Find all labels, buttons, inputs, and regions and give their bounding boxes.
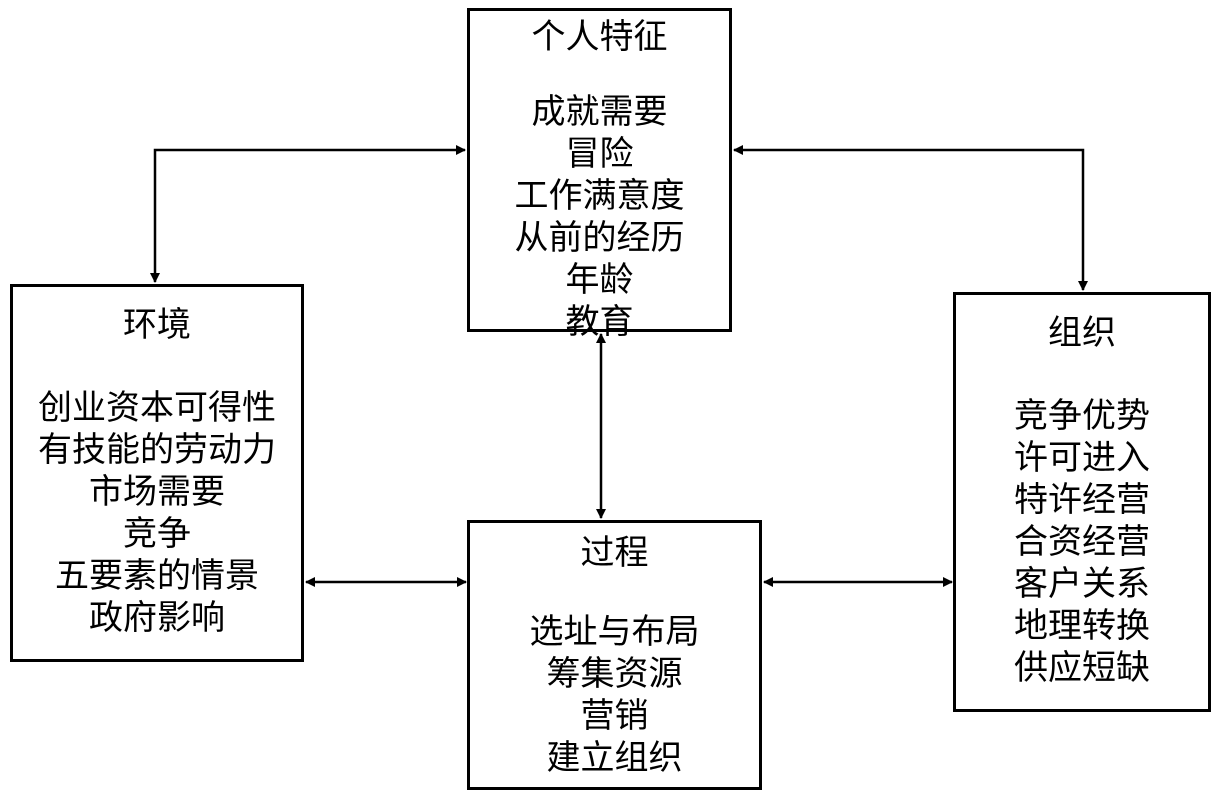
personal-item: 成就需要 (531, 92, 668, 132)
environment-item: 有技能的劳动力 (38, 430, 276, 470)
personal-item: 工作满意度 (514, 176, 685, 216)
environment-item: 创业资本可得性 (38, 388, 276, 428)
personal-items: 成就需要 冒险 工作满意度 从前的经历 年龄 教育 (470, 91, 729, 343)
personal-item: 冒险 (565, 134, 634, 174)
organization-item: 特许经营 (1014, 480, 1150, 520)
personal-item: 从前的经历 (514, 218, 685, 258)
environment-item: 市场需要 (89, 472, 225, 512)
organization-box: 组织 竞争优势 许可进入 特许经营 合资经营 客户关系 地理转换 供应短缺 (953, 292, 1211, 712)
personal-item: 年龄 (565, 260, 634, 300)
organization-title: 组织 (1048, 313, 1116, 353)
environment-items: 创业资本可得性 有技能的劳动力 市场需要 竞争 五要素的情景 政府影响 (13, 387, 301, 639)
organization-item: 客户关系 (1014, 564, 1150, 604)
environment-title: 环境 (123, 305, 191, 345)
personal-characteristics-box: 个人特征 成就需要 冒险 工作满意度 从前的经历 年龄 教育 (467, 8, 732, 342)
personal-item: 教育 (565, 302, 634, 342)
organization-item: 合资经营 (1014, 522, 1150, 562)
environment-box: 环境 创业资本可得性 有技能的劳动力 市场需要 竞争 五要素的情景 政府影响 (10, 284, 304, 662)
process-item: 选址与布局 (529, 612, 700, 652)
connector-personal-environment (150, 145, 466, 283)
environment-item: 政府影响 (89, 598, 225, 638)
process-items: 选址与布局 筹集资源 营销 建立组织 (470, 611, 759, 779)
organization-item: 地理转换 (1014, 606, 1150, 646)
environment-item: 五要素的情景 (55, 556, 259, 596)
process-item: 筹集资源 (546, 654, 683, 694)
organization-item: 竞争优势 (1014, 396, 1150, 436)
personal-title: 个人特征 (531, 17, 668, 57)
connector-personal-organization (733, 145, 1088, 291)
process-item: 建立组织 (546, 738, 683, 778)
process-title: 过程 (580, 533, 649, 573)
organization-items: 竞争优势 许可进入 特许经营 合资经营 客户关系 地理转换 供应短缺 (956, 395, 1208, 689)
process-item: 营销 (580, 696, 649, 736)
environment-item: 竞争 (123, 514, 191, 554)
organization-item: 许可进入 (1014, 438, 1150, 478)
process-box: 过程 选址与布局 筹集资源 营销 建立组织 (467, 520, 762, 790)
organization-item: 供应短缺 (1014, 648, 1150, 688)
